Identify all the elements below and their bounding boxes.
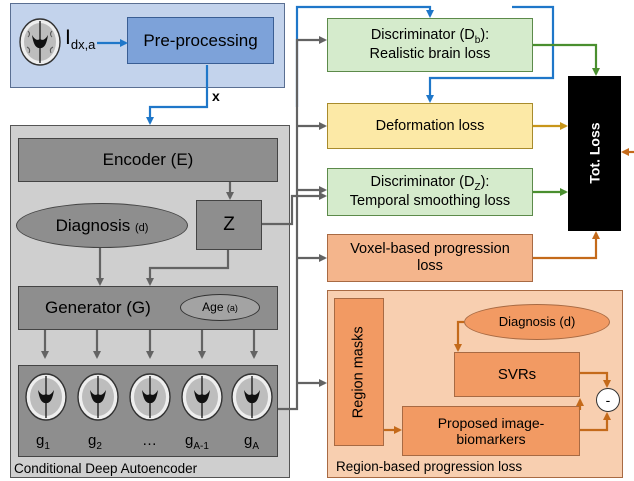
arrow-real-to-discriminator — [295, 5, 434, 107]
cda-title: Conditional Deep Autoencoder — [14, 461, 198, 476]
svrs-box: SVRs — [454, 352, 580, 397]
output-label-g2: g2 — [88, 432, 102, 452]
output-label-ellipsis: … — [142, 432, 157, 449]
arrow-voxel-to-total — [533, 231, 600, 260]
arrow-preprocessing-to-encoder — [146, 65, 209, 125]
arrow-z-to-generator — [146, 250, 230, 286]
brain-mri-icon — [181, 373, 223, 421]
arrow-outputs-bus — [278, 36, 327, 411]
brain-mri-icon — [77, 373, 119, 421]
generator-box: Generator (G) — [18, 286, 278, 330]
diagnosis-ellipse: Diagnosis (d) — [16, 203, 188, 248]
subtraction-node: - — [596, 388, 620, 412]
arrow-diagnosis-to-svrs — [454, 320, 464, 352]
brain-mri-icon — [25, 373, 67, 421]
brain-mri-icon — [19, 18, 61, 66]
arrow-disc-b-to-total — [533, 43, 600, 76]
deformation-loss-box: Deformation loss — [327, 103, 533, 149]
region-masks-box: Region masks — [334, 298, 384, 446]
voxel-loss-box: Voxel-based progression loss — [327, 234, 533, 282]
output-label-ga-1: gA-1 — [185, 432, 209, 452]
total-loss-box: Tot. Loss — [568, 76, 621, 231]
region-block-title: Region-based progression loss — [336, 459, 523, 474]
arrow-biomarkers-to-minus — [580, 412, 611, 432]
age-ellipse: Age (a) — [180, 294, 260, 321]
brain-mri-icon — [231, 373, 273, 421]
latent-z-box: Z — [196, 200, 262, 250]
preprocessing-box: Pre-processing — [127, 17, 274, 64]
encoder-box: Encoder (E) — [18, 138, 278, 182]
output-label-g1: g1 — [36, 432, 50, 452]
x-arrow-label: x — [212, 88, 220, 104]
arrow-real-to-deformation — [426, 5, 555, 103]
brain-mri-icon — [129, 373, 171, 421]
output-label-ga: gA — [244, 432, 260, 452]
arrow-svrs-to-minus — [580, 371, 611, 388]
discriminator-b-box: Discriminator (Db): Realistic brain loss — [327, 18, 533, 72]
diagnosis-region-ellipse: Diagnosis (d) — [464, 304, 610, 340]
arrow-z-to-discriminator-z — [262, 192, 327, 226]
biomarkers-box: Proposed image- biomarkers — [402, 406, 580, 456]
discriminator-z-box: Discriminator (DZ): Temporal smoothing l… — [327, 168, 533, 216]
input-image-label: Idx,a — [65, 26, 96, 53]
